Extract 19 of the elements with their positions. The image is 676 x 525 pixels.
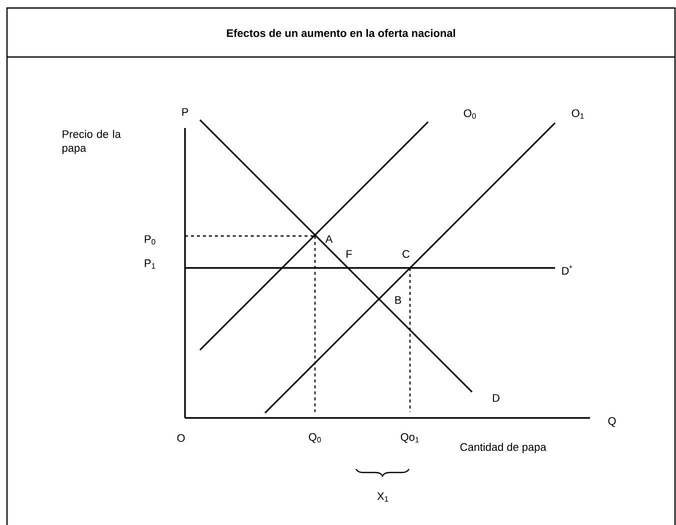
quantity-label: Q$_{0}$	[308, 433, 321, 443]
curve-label: D	[492, 394, 500, 402]
axis-label: Q	[608, 417, 616, 427]
axis-label: P	[182, 108, 188, 116]
origin-label: O	[177, 434, 185, 442]
point-label: C	[402, 250, 410, 258]
price-label: P$_{1}$	[144, 259, 156, 269]
point-label: A	[325, 235, 333, 243]
axis-title: Cantidad de papa	[460, 442, 546, 454]
point-label: B	[395, 296, 402, 304]
quantity-label: Qo$_{1}$	[400, 433, 419, 443]
brace-label: X$_{1}$	[377, 492, 388, 502]
point-label: F	[346, 250, 352, 258]
curve-label: D$^{*}$	[562, 265, 572, 275]
title: Efectos de un aumento en la oferta nacional	[226, 28, 455, 38]
curve-label: O$_{0}$	[464, 109, 476, 119]
price-label: P$_{0}$	[144, 235, 156, 245]
curve-label: O$_{1}$	[572, 109, 584, 119]
axis-title: Precio de la papa	[62, 130, 121, 154]
